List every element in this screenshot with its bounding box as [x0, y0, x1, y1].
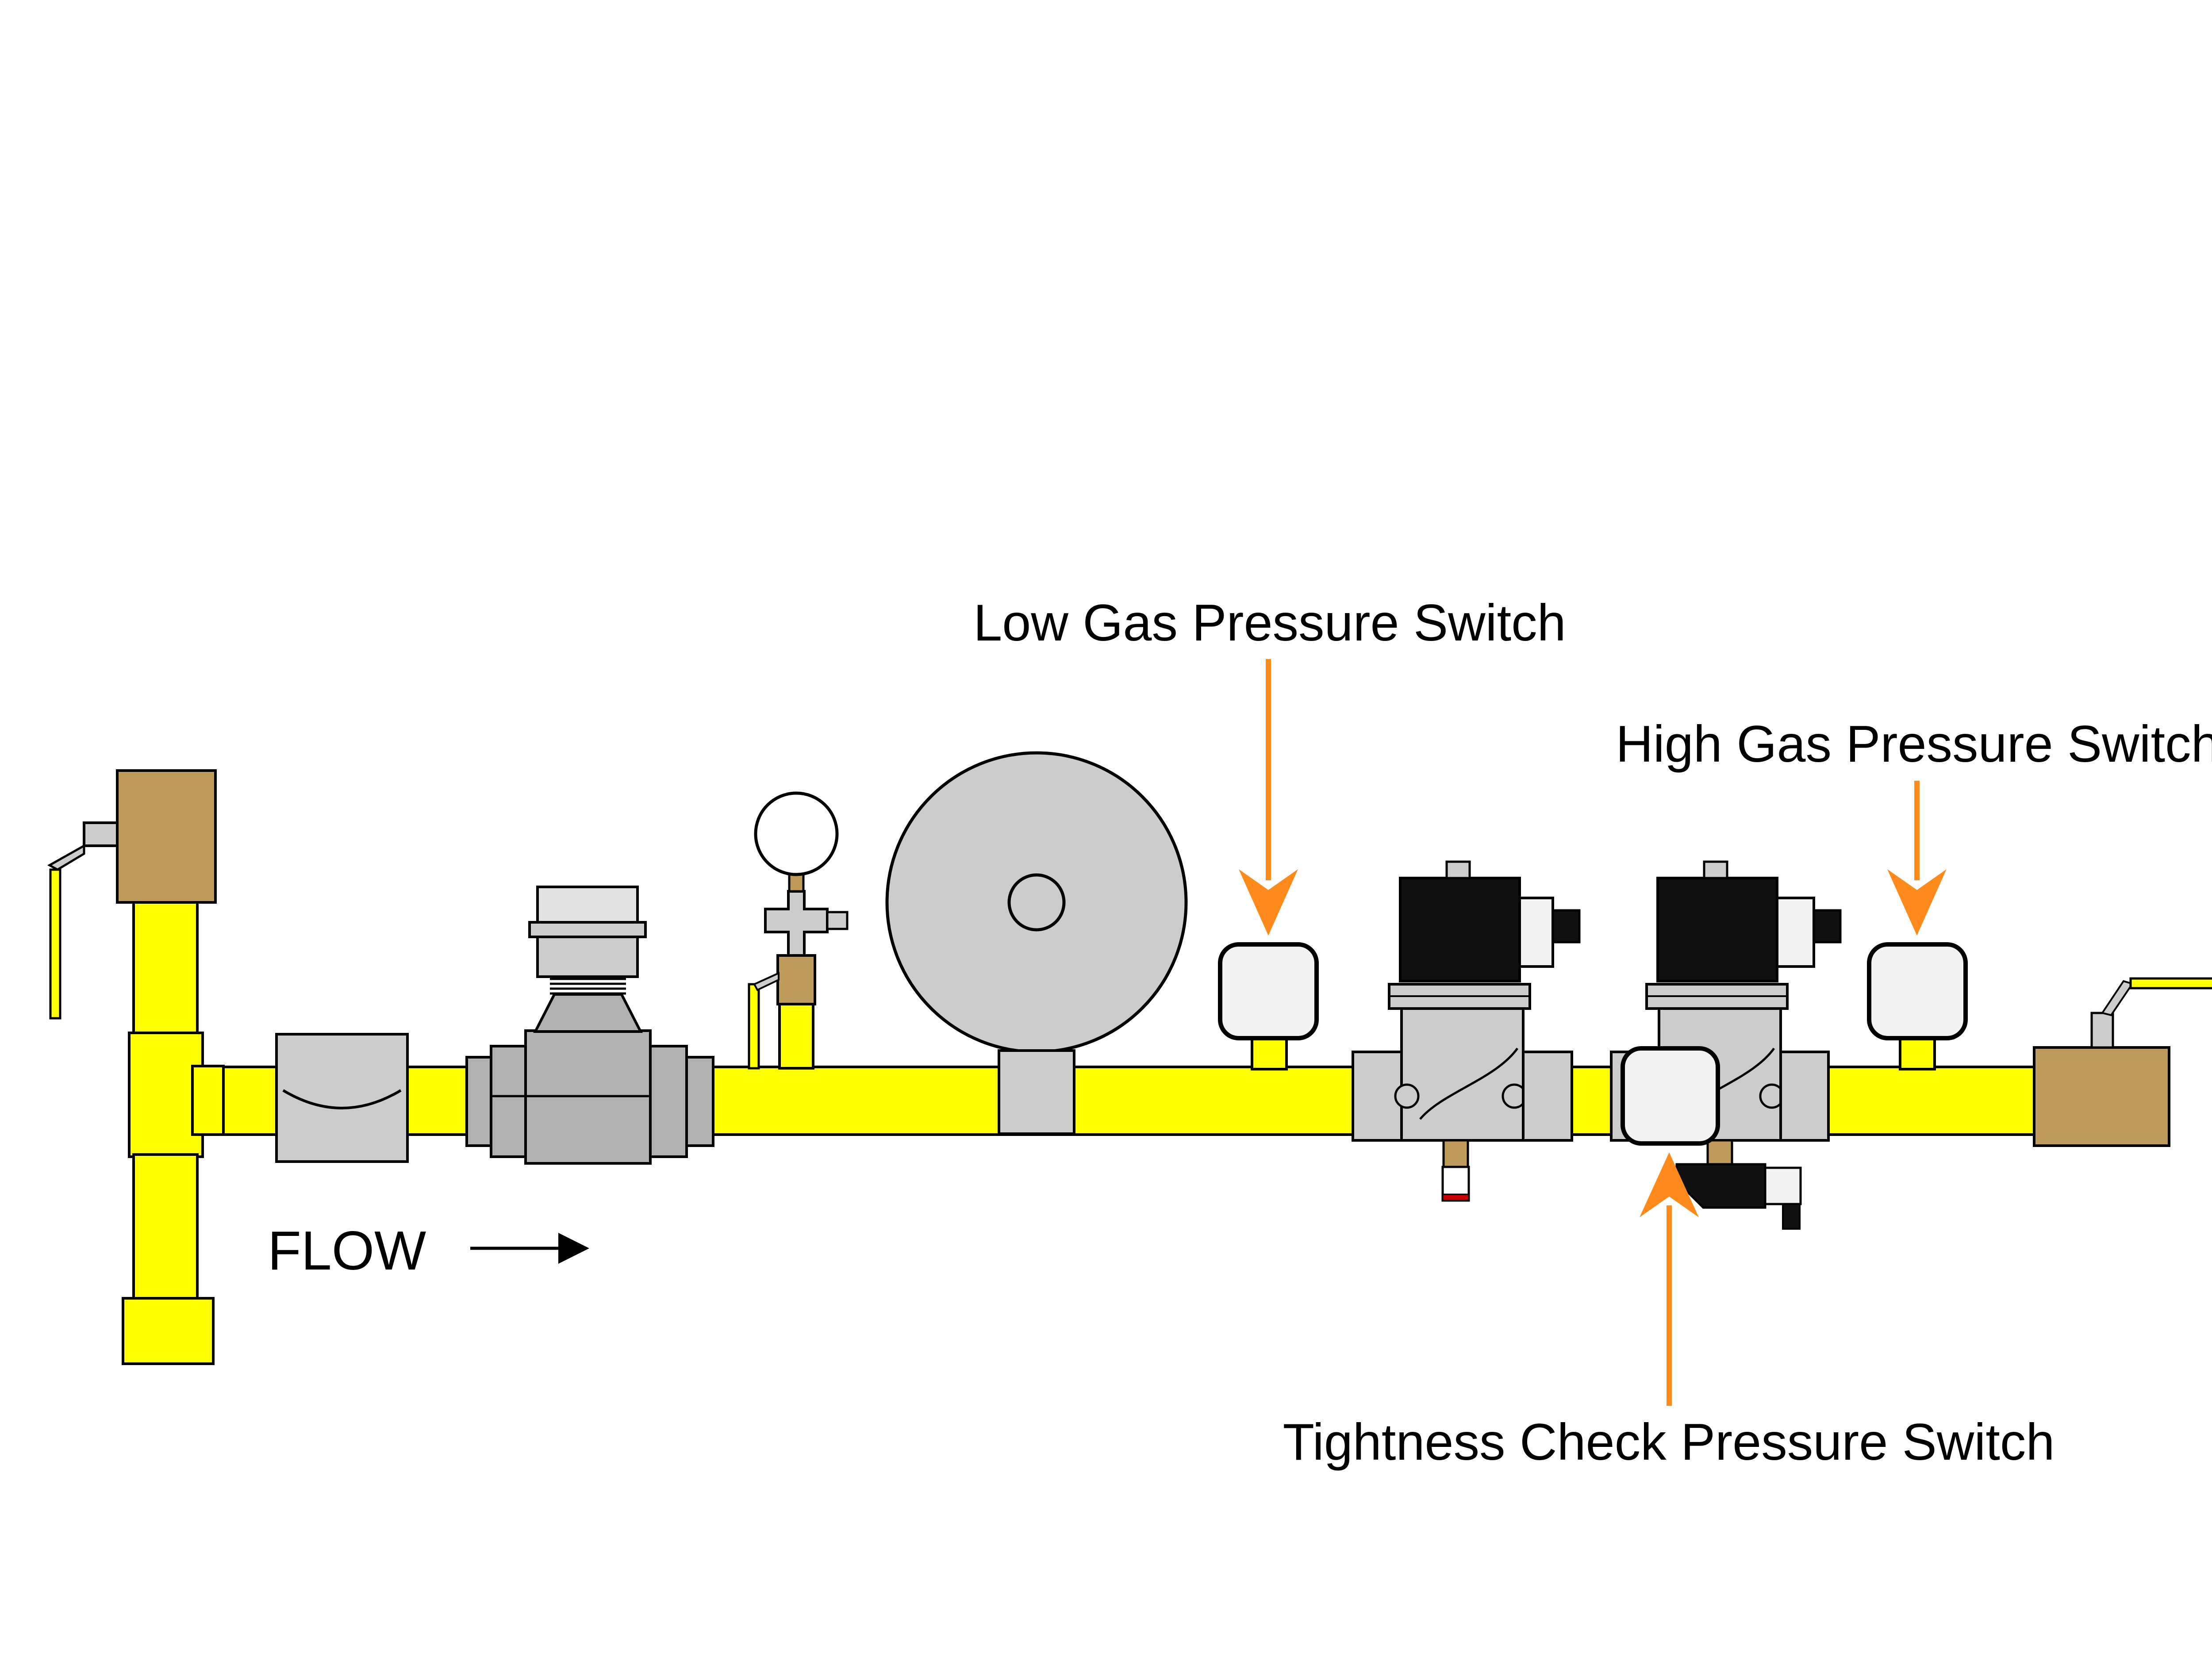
meter-union-left-outer — [465, 1056, 492, 1147]
outlet-valve-stem — [2090, 1012, 2114, 1049]
gauge-riser-pipe — [778, 1003, 814, 1070]
ssv1-connector — [1518, 897, 1554, 968]
ssv1-coil-top — [1445, 860, 1471, 879]
tightness-check-pressure-switch — [1621, 1046, 1720, 1146]
tightness-arrow — [1640, 1152, 1699, 1406]
tightness-check-pressure-switch-label: Tightness Check Pressure Switch — [1283, 1413, 2055, 1471]
high-gas-pressure-switch — [1867, 942, 1968, 1070]
ssv1-body — [1400, 1006, 1525, 1142]
high-switch-stem — [1899, 1036, 1936, 1070]
meter-union-right-outer — [685, 1056, 714, 1147]
tee-branch-stub — [191, 1065, 225, 1136]
gauge-brass-fitting — [776, 954, 816, 1005]
ssv1-flange-right — [1522, 1051, 1573, 1142]
low-gas-pressure-switch-label: Low Gas Pressure Switch — [973, 594, 1566, 652]
riser-end-cap — [122, 1297, 215, 1365]
outlet-valve-handle — [2129, 977, 2212, 990]
ssv1-drain-fitting — [1442, 1139, 1469, 1168]
meter-cone — [533, 993, 643, 1033]
ssv1-coil — [1399, 877, 1521, 982]
ssv2-connector — [1776, 897, 1815, 968]
strainer-mark — [282, 1089, 402, 1109]
inlet-valve-handle — [49, 868, 61, 1020]
tee-fitting — [128, 1032, 204, 1158]
gas-regulator — [885, 751, 1188, 1135]
ssv1-flange-left — [1352, 1051, 1403, 1142]
regulator-body — [998, 1049, 1075, 1135]
low-switch-stem — [1251, 1036, 1288, 1070]
low-gas-arrow — [1239, 659, 1298, 936]
high-gas-pressure-switch-label: High Gas Pressure Switch — [1616, 715, 2212, 773]
inlet-valve-handle-link — [47, 844, 85, 871]
meter-bellows — [550, 978, 626, 995]
ssv2-bottom-connector — [1764, 1166, 1802, 1205]
ssv2-flange-right — [1779, 1051, 1830, 1142]
safety-shutoff-valve-2 — [1610, 860, 1842, 1230]
riser-pipe-upper — [132, 901, 199, 1036]
meter-cap — [536, 886, 639, 924]
riser-pipe-lower — [132, 1153, 199, 1302]
meter-neck — [536, 936, 639, 978]
inlet-valve-stem — [83, 821, 119, 847]
ssv2-bottom-plug — [1782, 1203, 1801, 1230]
low-switch-face — [1218, 942, 1319, 1040]
low-gas-pressure-switch — [1218, 942, 1319, 1070]
high-switch-face — [1867, 942, 1968, 1040]
gauge-valve-link — [753, 971, 780, 991]
meter-union-right-inner — [649, 1045, 688, 1158]
strainer — [275, 1033, 409, 1163]
tightness-switch-face — [1621, 1046, 1720, 1146]
outlet-ball-valve — [2033, 977, 2212, 1147]
riser-assembly — [47, 769, 225, 1365]
ssv2-coil-top — [1703, 860, 1728, 879]
flow-label: FLOW — [268, 1220, 426, 1281]
high-gas-arrow — [1887, 781, 1947, 936]
ssv2-plug — [1813, 909, 1842, 944]
ssv1-plug — [1551, 909, 1581, 944]
gas-meter — [465, 886, 714, 1165]
regulator-center — [1007, 873, 1066, 932]
outlet-valve-body — [2033, 1046, 2170, 1147]
pressure-gauge — [748, 791, 849, 1070]
safety-shutoff-valve-1 — [1352, 860, 1581, 1202]
outlet-valve-link — [2101, 980, 2134, 1017]
gauge-side-port — [826, 911, 849, 930]
gauge-dial — [754, 791, 839, 876]
gauge-valve-handle — [748, 983, 760, 1070]
ssv1-test-nipple-tip — [1442, 1193, 1470, 1201]
ssv2-bottom-fitting — [1706, 1139, 1733, 1166]
inlet-ball-valve-body — [116, 769, 217, 904]
meter-union-left-inner — [490, 1045, 527, 1158]
callout-arrows — [1239, 659, 1947, 1406]
meter-flange — [528, 921, 647, 938]
ssv1-bolt-left — [1394, 1083, 1420, 1109]
ssv1-diagonal — [1419, 1047, 1519, 1120]
gauge-cross-fitting — [764, 890, 829, 957]
ssv2-coil — [1656, 877, 1778, 982]
